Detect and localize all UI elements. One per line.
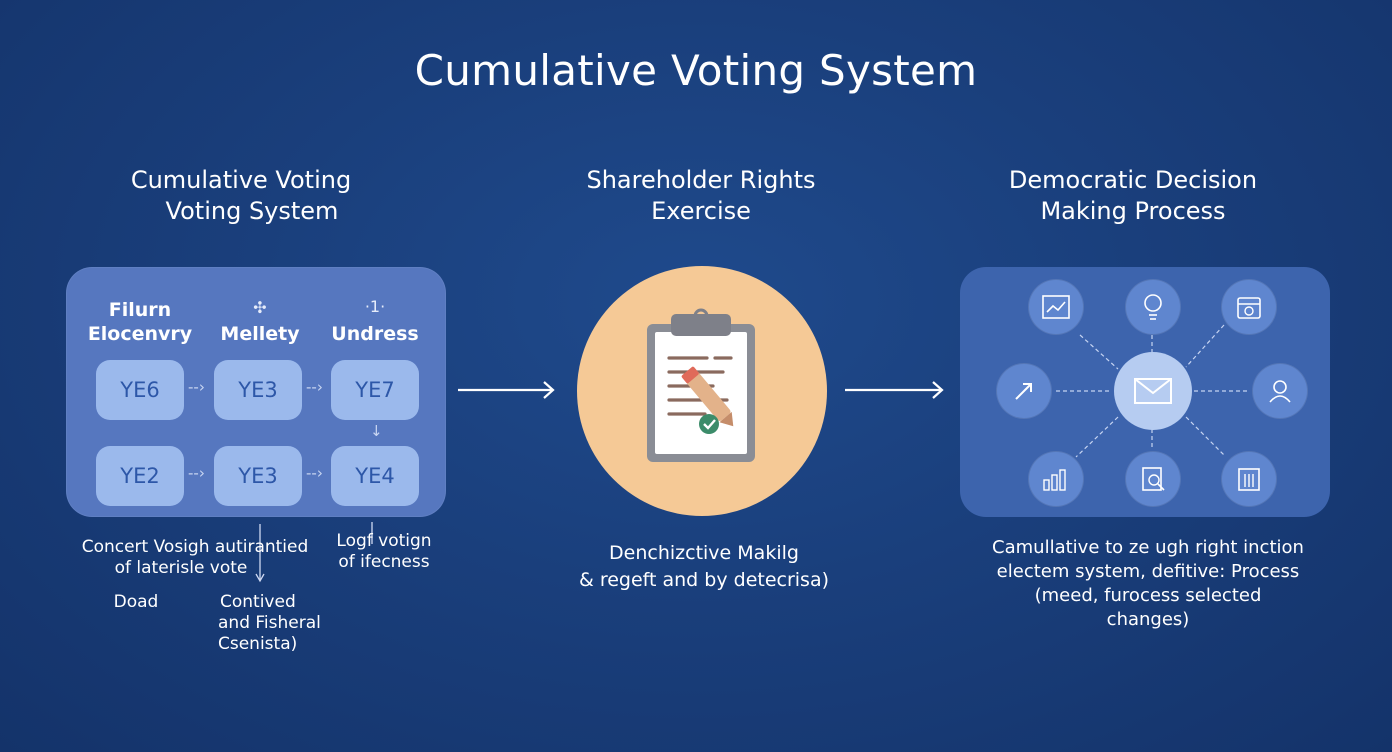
right-caption-line: (meed, furocess selected (1034, 585, 1262, 606)
left-note: Concert Vosigh autirantied of laterisle … (70, 537, 320, 579)
column-heading-middle: Shareholder Rights Exercise (551, 165, 851, 227)
grid-column-label: Undress (325, 322, 425, 346)
right-caption: Camullative to ze ugh right inction elec… (980, 536, 1316, 632)
left-note-line: Concert Vosigh autirantied (81, 537, 309, 557)
column-heading-right: Democratic Decision Making Process (978, 165, 1288, 227)
middle-caption-line: Denchizctive Makilg (609, 542, 799, 564)
plus-arrows-icon: ✣ (253, 298, 267, 317)
left-note-line: of laterisle vote (114, 558, 248, 578)
grid-column-label-line: Filurn (108, 299, 172, 321)
building-icon (1222, 452, 1276, 506)
grid-column-label-line: Undress (331, 323, 419, 345)
middle-caption: Denchizctive Makilg & regeft and by dete… (556, 540, 852, 594)
left-note-line: Logf votign (336, 531, 432, 551)
column-heading-line: Cumulative Voting (130, 166, 352, 194)
arrow-trend-icon (997, 364, 1051, 418)
column-heading-left: Cumulative Voting Voting System (96, 165, 386, 227)
envelope-icon (1114, 352, 1192, 430)
bar-chart-icon (1029, 452, 1083, 506)
column-heading-line: Exercise (651, 197, 751, 225)
vote-cell: YE3 (214, 360, 302, 420)
column-heading-line: Making Process (1040, 197, 1226, 225)
left-note: Logf votign of ifecness (318, 531, 450, 573)
flow-arrow-icon (845, 381, 944, 399)
left-note-line: Csenista) (218, 634, 298, 654)
arrow-right-icon: --› (306, 378, 323, 396)
right-caption-line: changes) (1106, 609, 1190, 630)
calendar-icon (1222, 280, 1276, 334)
chart-window-icon (1029, 280, 1083, 334)
network-connectors (1056, 324, 1248, 458)
left-note-line: of ifecness (338, 552, 430, 572)
user-icon (1253, 364, 1307, 418)
left-note-line: and Fisheral (218, 613, 321, 633)
left-note: Contived and Fisheral Csenista) (214, 592, 334, 655)
lightbulb-icon (1126, 280, 1180, 334)
column-heading-line: Shareholder Rights (586, 166, 816, 194)
vote-cell: YE7 (331, 360, 419, 420)
connector-arrow-down-icon (255, 524, 265, 583)
clipboard-icon (647, 308, 755, 462)
grid-column-label: Mellety (210, 322, 310, 346)
middle-caption-line: & regeft and by detecrisa) (578, 569, 830, 591)
arrow-right-icon: --› (188, 378, 205, 396)
document-search-icon (1126, 452, 1180, 506)
grid-column-label-line: Mellety (220, 323, 300, 345)
diagram-title: Cumulative Voting System (414, 46, 978, 95)
connector-tick-icon (371, 522, 373, 544)
vote-cell: YE4 (331, 446, 419, 506)
vote-cell: YE2 (96, 446, 184, 506)
column-heading-line: Democratic Decision (1008, 166, 1258, 194)
vote-cell: YE3 (214, 446, 302, 506)
left-note: Doad (113, 592, 159, 612)
right-caption-line: electem system, defitive: Process (996, 561, 1300, 582)
grid-column-label: Filurn Elocenvry (86, 298, 194, 346)
arrow-right-icon: --› (188, 464, 205, 482)
column-heading-line: Voting System (165, 197, 339, 225)
right-caption-line: Camullative to ze ugh right inction (992, 537, 1304, 558)
grid-column-label-line: Elocenvry (87, 323, 193, 345)
vote-cell: YE6 (96, 360, 184, 420)
flow-arrow-icon (458, 381, 555, 399)
left-note-line: Contived (220, 592, 296, 612)
number-one-icon: ·1· (364, 297, 386, 316)
arrow-right-icon: --› (306, 464, 323, 482)
arrow-down-icon: ↓ (370, 422, 383, 440)
